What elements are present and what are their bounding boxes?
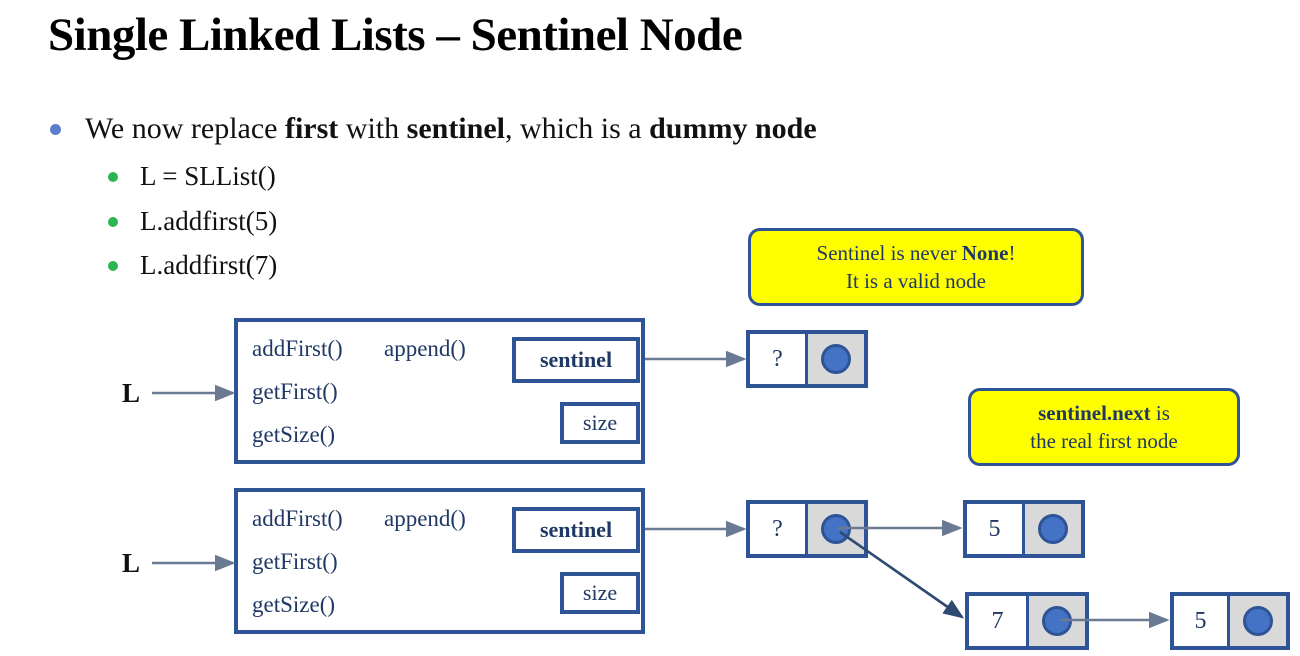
bullet-sub-1: L.addfirst(5) [108, 205, 277, 237]
bullet-sub-text: L.addfirst(7) [140, 250, 278, 280]
node-value: ? [750, 504, 805, 554]
list-object-box-2: addFirst() append() getFirst() getSize()… [234, 488, 645, 634]
method-getsize: getSize() [252, 422, 336, 447]
node-value: 5 [967, 504, 1022, 554]
bullet-sub-2: L.addfirst(7) [108, 249, 277, 281]
bullet-sub-text: L.addfirst(5) [140, 206, 278, 236]
pointer-circle-icon [1042, 606, 1072, 636]
callout-line1-bold: sentinel.next [1038, 400, 1151, 425]
bullet-main-pre: We now replace [85, 112, 285, 145]
bullet-sub-0: L = SLList() [108, 160, 276, 192]
bullet-dot-icon [108, 172, 118, 182]
callout-line-1: Sentinel is never None! [817, 239, 1016, 267]
method-append: append() [384, 336, 466, 361]
bullet-main-bold-first: first [284, 112, 339, 145]
pointer-circle-icon [821, 514, 851, 544]
variable-label-L: L [122, 378, 141, 408]
bullet-main-text: We now replace first with sentinel, whic… [85, 110, 817, 148]
callout-line1-post: ! [1008, 240, 1016, 265]
callout-sentinel-never-none: Sentinel is never None! It is a valid no… [748, 228, 1084, 306]
bullet-main-bold-sentinel: sentinel [406, 112, 505, 145]
bullet-main-post: , which is a [504, 112, 650, 145]
callout-sentinel-next-real-first: sentinel.next is the real first node [968, 388, 1240, 466]
node-pointer-cell [1022, 504, 1081, 554]
method-getfirst: getFirst() [252, 379, 338, 404]
bullet-sub-text: L = SLList() [140, 161, 276, 191]
field-size: size [560, 402, 640, 444]
node-pointer-cell [805, 504, 864, 554]
bullet-dot-icon [50, 124, 61, 135]
node-value-5-upper: 5 [963, 500, 1085, 558]
bullet-main-mid: with [338, 112, 407, 145]
callout-line-2: the real first node [1030, 429, 1178, 453]
node-value-5-lower: 5 [1170, 592, 1290, 650]
method-getsize: getSize() [252, 592, 336, 617]
method-addfirst: addFirst() [252, 336, 343, 361]
callout-line1-pre: Sentinel is never [816, 240, 962, 265]
callout-line-1: sentinel.next is [1038, 399, 1170, 427]
method-append: append() [384, 506, 466, 531]
bullet-dot-icon [108, 217, 118, 227]
callout-line-2: It is a valid node [846, 269, 986, 293]
pointer-circle-icon [1038, 514, 1068, 544]
bullet-dot-icon [108, 261, 118, 271]
node-pointer-cell [805, 334, 864, 384]
method-addfirst: addFirst() [252, 506, 343, 531]
page-title: Single Linked Lists – Sentinel Node [48, 9, 743, 61]
node-pointer-cell [1026, 596, 1085, 646]
field-sentinel: sentinel [512, 337, 640, 383]
variable-label-L: L [122, 548, 141, 578]
node-pointer-cell [1227, 596, 1286, 646]
pointer-circle-icon [1243, 606, 1273, 636]
bullet-main-bold-dummy-node: dummy node [649, 112, 817, 145]
node-sentinel-row1: ? [746, 330, 868, 388]
node-value: 5 [1174, 596, 1227, 646]
list-object-box-1: addFirst() append() getFirst() getSize()… [234, 318, 645, 464]
bullet-main: We now replace first with sentinel, whic… [50, 110, 817, 148]
field-sentinel: sentinel [512, 507, 640, 553]
node-sentinel-row2: ? [746, 500, 868, 558]
field-size: size [560, 572, 640, 614]
node-value-7: 7 [965, 592, 1089, 650]
callout-line1-bold: None [961, 240, 1009, 265]
node-value: 7 [969, 596, 1026, 646]
method-getfirst: getFirst() [252, 549, 338, 574]
node-value: ? [750, 334, 805, 384]
callout-line1-post: is [1150, 400, 1170, 425]
pointer-circle-icon [821, 344, 851, 374]
